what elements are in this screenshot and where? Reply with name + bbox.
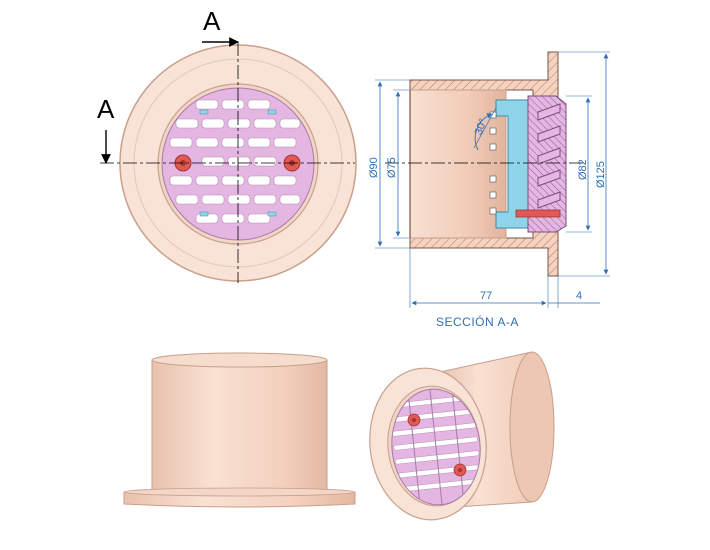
section-mark-top: A <box>203 6 221 36</box>
section-screw <box>515 209 561 218</box>
section-insert-teeth <box>489 111 497 215</box>
angle-leader <box>473 107 497 149</box>
section-caption: SECCIÓN A-A <box>436 314 519 329</box>
grille-slots <box>169 99 301 224</box>
angle-label: 30° <box>473 117 490 137</box>
front-view: A A <box>97 6 357 283</box>
side-cylinder-body <box>151 359 328 491</box>
dim-d125-label: Ø125 <box>595 161 607 188</box>
iso-screw-bottom <box>453 463 467 477</box>
iso-screw-top <box>407 413 421 427</box>
dim-d75-label: Ø75 <box>386 157 398 178</box>
angle-arc <box>474 113 493 151</box>
side-flange-top <box>123 487 356 497</box>
dim-4-label: 4 <box>576 290 582 302</box>
grille-clips <box>199 109 277 217</box>
section-mark-left: A <box>97 94 115 124</box>
iso-3d-view <box>369 351 555 521</box>
side-cylinder-top <box>151 352 328 368</box>
section-view: 30° Ø90 Ø75 Ø82 Ø125 77 4 SECCIÓN A-A <box>368 51 610 329</box>
dim-d90-label: Ø90 <box>368 157 380 178</box>
dim-77-label: 77 <box>480 290 492 302</box>
side-3d-view <box>123 352 356 508</box>
iso-cylinder-back <box>509 351 555 503</box>
dim-d82-label: Ø82 <box>577 159 589 180</box>
section-grille-fins <box>537 103 561 209</box>
